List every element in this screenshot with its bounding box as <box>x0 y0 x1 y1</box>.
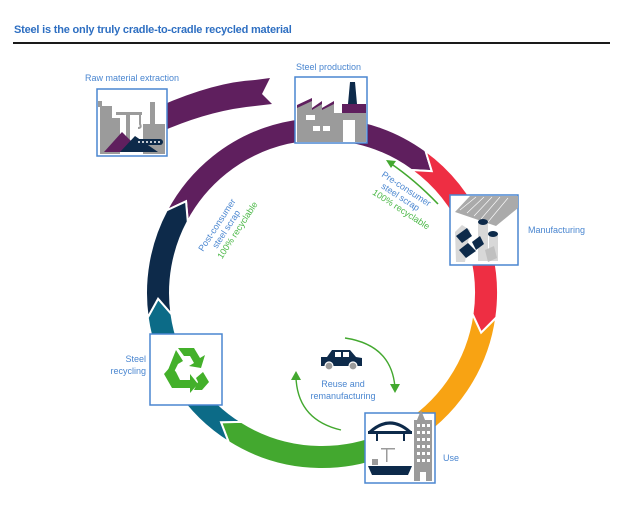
mining-icon <box>98 101 165 154</box>
steel-products-icon <box>455 196 518 262</box>
recycling-label-line2: recycling <box>110 366 146 376</box>
steel-recycling-stage: Steel recycling <box>110 333 223 406</box>
use-stage: Use <box>364 410 459 484</box>
manufacturing-stage: Manufacturing <box>449 194 585 266</box>
reuse-arrowhead-left-icon <box>291 371 301 380</box>
raw-to-production-arrow <box>160 78 272 130</box>
recycle-icon <box>164 348 209 393</box>
reuse-line2: remanufacturing <box>310 391 375 401</box>
reuse-arrowhead-right-icon <box>390 384 400 393</box>
reuse-arrow-right <box>344 337 396 389</box>
city-bridge-ship-icon <box>368 410 432 481</box>
title-divider <box>13 42 610 44</box>
reuse-arrow-left <box>295 377 342 431</box>
reuse-annotation: Reuse and remanufacturing <box>291 337 400 431</box>
pre-consumer-arrow <box>389 162 439 205</box>
post-consumer-annotation: Post-consumer steel scrap 100% recyclabl… <box>196 197 259 261</box>
steel-production-stage: Steel production <box>294 62 368 144</box>
recycling-label-line1: Steel <box>125 354 146 364</box>
reuse-line1: Reuse and <box>321 379 365 389</box>
raw-material-stage: Raw material extraction <box>85 73 179 157</box>
cycle-ring <box>145 116 499 470</box>
manufacturing-label: Manufacturing <box>528 225 585 235</box>
segment-post-consumer <box>145 199 189 321</box>
raw-material-label: Raw material extraction <box>85 73 179 83</box>
factory-icon <box>297 82 366 142</box>
car-icon <box>321 350 362 371</box>
pre-consumer-arrowhead-icon <box>386 160 396 168</box>
steel-production-label: Steel production <box>296 62 361 72</box>
diagram-title: Steel is the only truly cradle-to-cradle… <box>14 24 292 36</box>
use-label: Use <box>443 453 459 463</box>
